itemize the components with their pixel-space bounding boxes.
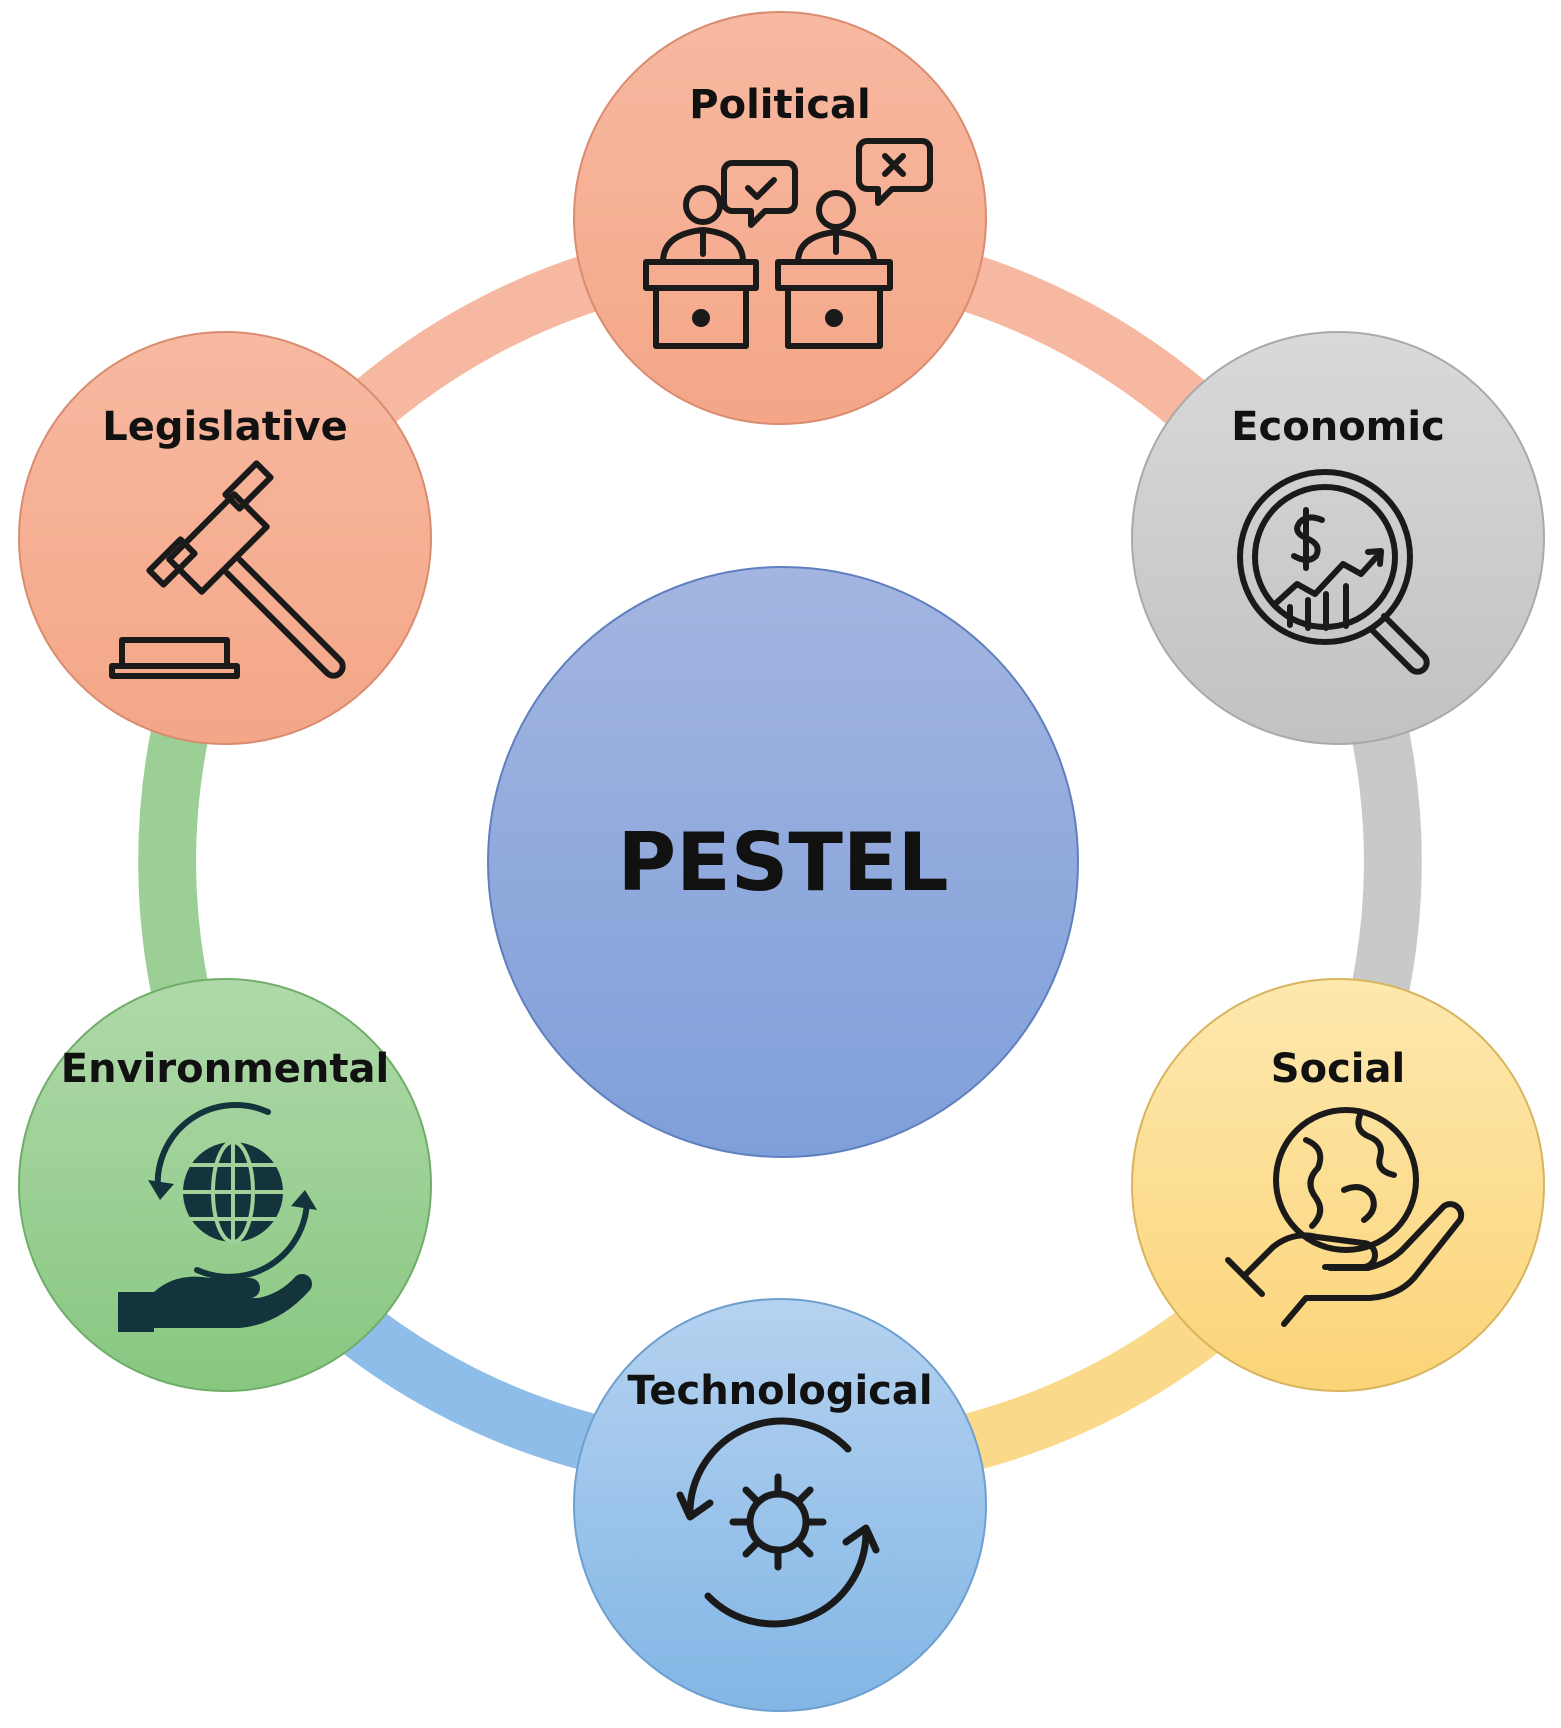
factor-label-political: Political <box>689 82 870 128</box>
factor-technological: Technological <box>573 1298 987 1712</box>
factor-label-social: Social <box>1271 1046 1405 1092</box>
factor-label-environmental: Environmental <box>61 1046 389 1092</box>
factor-economic: Economic <box>1131 331 1545 745</box>
ring-arc-technological-environmental <box>342 1306 608 1474</box>
connecting-ring <box>138 249 1422 1474</box>
center-node: PESTEL <box>487 566 1079 1158</box>
globe-in-hand-icon <box>1225 1107 1465 1327</box>
dollar-magnifier-chart-icon <box>1237 469 1430 675</box>
factor-social: Social <box>1131 978 1545 1392</box>
ring-arc-political-economic <box>942 249 1209 429</box>
gavel-icon <box>109 460 346 679</box>
ring-arc-legislative-political <box>351 249 618 429</box>
factor-label-economic: Economic <box>1231 404 1445 450</box>
factor-label-technological: Technological <box>627 1368 932 1414</box>
gear-cycle-icon <box>676 1417 880 1628</box>
factor-environmental: Environmental <box>18 978 432 1392</box>
globe-cycle-hand-icon <box>118 1102 317 1332</box>
center-title: PESTEL <box>617 816 948 909</box>
factor-label-legislative: Legislative <box>102 404 348 450</box>
factor-legislative: Legislative <box>18 331 432 745</box>
ring-arc-economic-social <box>1351 727 1422 996</box>
ring-arc-social-technological <box>952 1306 1218 1474</box>
ring-arc-environmental-legislative <box>138 727 209 996</box>
debate-podium-icon <box>643 138 933 349</box>
factor-political: Political <box>573 11 987 425</box>
